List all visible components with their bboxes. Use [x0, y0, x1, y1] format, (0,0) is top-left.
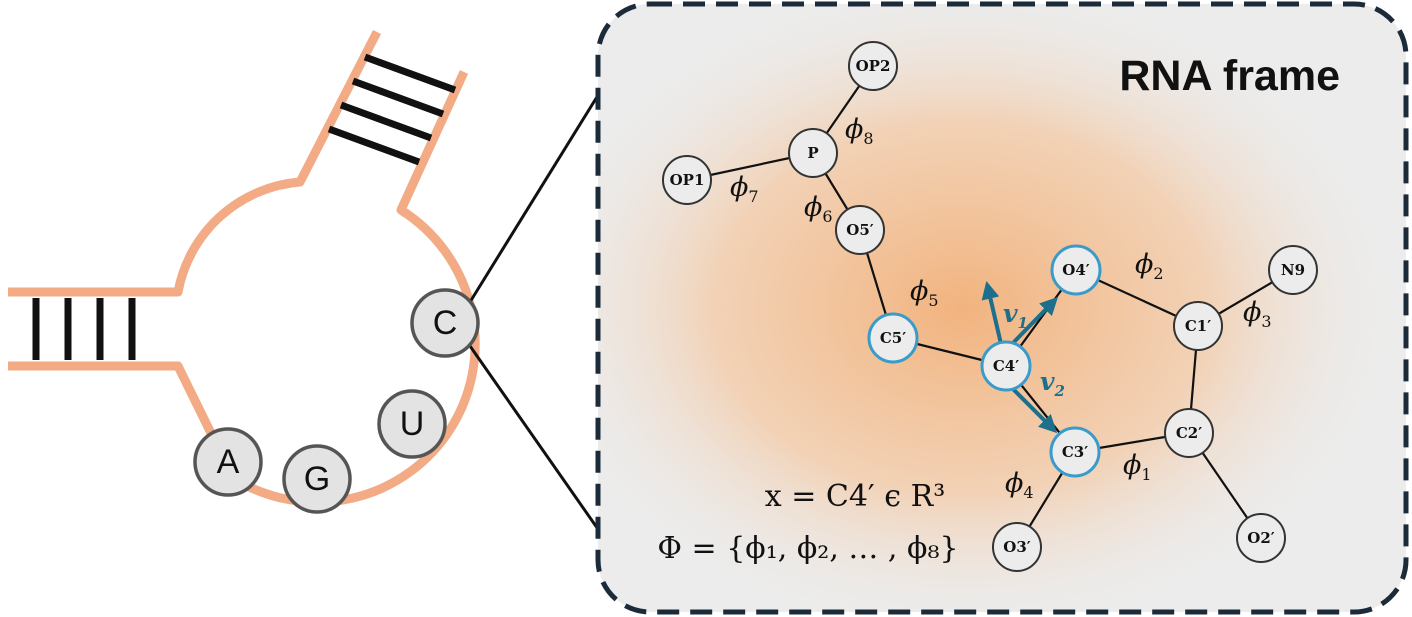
frame-vectors: v1 v2	[981, 280, 1065, 434]
atom-label-O5p: O5′	[846, 221, 874, 239]
atom-label-N9: N9	[1281, 261, 1305, 279]
torsion-phi6: ϕ6	[804, 192, 833, 226]
torsion-phi3: ϕ3	[1243, 297, 1272, 331]
atom-C5p: C5′	[867, 312, 919, 364]
torsion-phi8: ϕ8	[845, 114, 874, 148]
vector-v1-bond-arrow	[1010, 296, 1059, 346]
atom-label-C2p: C2′	[1176, 424, 1202, 442]
nucleotide-C: C	[410, 288, 480, 358]
atom-C3p: C3′	[1049, 426, 1101, 478]
atom-label-OP2: OP2	[856, 57, 891, 75]
atom-label-C1p: C1′	[1185, 317, 1211, 335]
atom-C4p: C4′	[980, 340, 1032, 392]
vector-v2-label: v2	[1040, 367, 1065, 400]
atom-O2p: O2′	[1236, 513, 1286, 563]
top-stem-base-pairs	[327, 53, 457, 166]
svg-text:U: U	[400, 405, 425, 443]
atom-O3p: O3′	[992, 522, 1042, 572]
atom-label-C5p: C5′	[880, 329, 906, 347]
left-stem-base-pairs	[32, 298, 136, 360]
atom-label-P: P	[807, 144, 818, 162]
vector-v1-label: v1	[1003, 299, 1028, 332]
vector-v2-arrow	[1010, 386, 1058, 434]
torsion-phi5: ϕ5	[910, 276, 939, 310]
zoom-line-bottom	[468, 345, 602, 533]
nucleotide-U: U	[377, 389, 447, 459]
torsion-phi1: ϕ1	[1123, 450, 1152, 484]
atom-O4p: O4′	[1050, 244, 1102, 296]
atom-label-C3p: C3′	[1062, 443, 1088, 461]
zoom-line-top	[468, 91, 602, 303]
atom-OP1: OP1	[662, 155, 712, 205]
equation-position: x = C4′ ϵ R³	[765, 479, 945, 514]
svg-text:A: A	[217, 443, 240, 481]
atom-O5p: O5′	[835, 205, 885, 255]
atom-P: P	[788, 128, 838, 178]
torsion-phi2: ϕ2	[1135, 249, 1164, 283]
atom-label-O2p: O2′	[1247, 529, 1275, 547]
torsion-labels: ϕ8 ϕ7 ϕ6 ϕ5 ϕ2 ϕ3 ϕ1 ϕ4	[730, 114, 1272, 502]
nucleotide-G: G	[282, 444, 352, 514]
rna-secondary-structure: A G U C	[8, 29, 602, 533]
rna-backbone	[8, 29, 480, 507]
atom-OP2: OP2	[848, 41, 898, 91]
atom-C1p: C1′	[1173, 301, 1223, 351]
torsion-phi7: ϕ7	[730, 172, 759, 206]
atom-label-C4p: C4′	[993, 357, 1019, 375]
equation-torsion-set: Φ = {ϕ₁, ϕ₂, … , ϕ₈}	[657, 531, 958, 566]
torsion-phi4: ϕ4	[1005, 468, 1034, 502]
atom-label-O3p: O3′	[1003, 538, 1031, 556]
atom-label-OP1: OP1	[670, 171, 705, 189]
atom-C2p: C2′	[1164, 408, 1214, 458]
atom-N9: N9	[1268, 245, 1318, 295]
atom-label-O4p: O4′	[1062, 261, 1090, 279]
nucleotide-A: A	[193, 427, 263, 497]
vector-v1-arrow	[981, 280, 1003, 345]
panel-dashed-border	[595, 1, 1409, 615]
svg-text:C: C	[433, 304, 458, 342]
svg-text:G: G	[304, 460, 330, 498]
panel-title: RNA frame	[1119, 52, 1340, 100]
